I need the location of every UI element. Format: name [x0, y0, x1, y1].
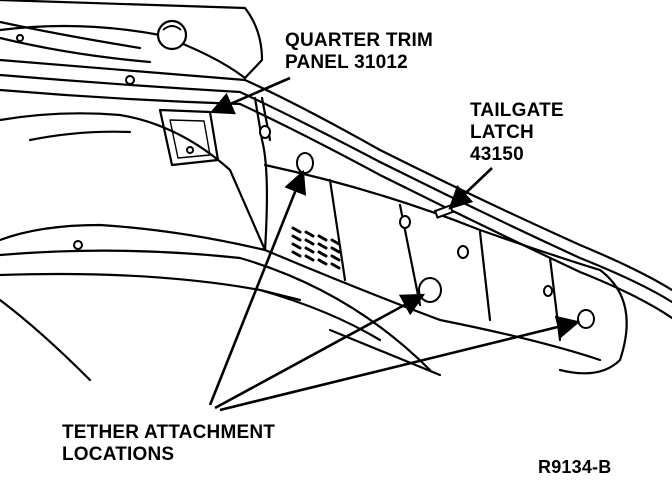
- hole-5: [259, 125, 271, 139]
- floor-line-1: [0, 249, 432, 372]
- arrow-quarter-trim: [209, 76, 291, 115]
- access-panel-inner: [169, 119, 211, 159]
- tether-point-3: [577, 309, 595, 329]
- trim-edge-inner: [0, 73, 672, 304]
- tailgate-latch-label-line3: 43150: [470, 144, 524, 165]
- hole-1: [125, 75, 135, 85]
- tether-point-1: [296, 152, 314, 174]
- hole-4: [73, 240, 83, 250]
- tailgate-latch-label-line1: TAILGATE: [470, 100, 564, 121]
- arrow-tether-2: [214, 293, 426, 410]
- trim-edge-outer: [0, 58, 672, 292]
- upper-pillar-inner: [0, 24, 247, 80]
- tailgate-latch-label: TAILGATE LATCH 43150: [470, 100, 564, 166]
- arrow-tailgate-latch: [448, 167, 493, 210]
- floor-line-4: [258, 288, 302, 302]
- upper-pillar-outline: [0, 0, 264, 80]
- tailgate-panel-top: [263, 163, 602, 272]
- hole-8: [543, 285, 553, 297]
- tailgate-panel-rib1: [328, 178, 347, 282]
- access-panel: [158, 108, 220, 167]
- trim-edge-lower: [0, 88, 672, 320]
- vent-slats: [291, 226, 341, 270]
- tailgate-right-edge: [558, 268, 628, 375]
- left-panel-outline: [0, 112, 267, 252]
- tailgate-panel-bottom: [263, 248, 602, 362]
- arrow-tether-1: [208, 169, 307, 406]
- roof-fold-1: [0, 20, 142, 50]
- pillar-vertical: [253, 96, 269, 252]
- floor-line-2: [0, 272, 382, 342]
- quarter-trim-label: QUARTER TRIM PANEL 31012: [285, 30, 433, 74]
- left-panel-inner: [28, 130, 132, 142]
- roof-fold-2: [0, 36, 152, 64]
- tether-label-line2: LOCATIONS: [62, 444, 175, 465]
- arrow-tether-3: [219, 315, 581, 412]
- quarter-trim-label-line2: PANEL 31012: [285, 52, 408, 73]
- tether-label-line1: TETHER ATTACHMENT: [62, 422, 276, 443]
- tailgate-panel-rib3: [478, 230, 492, 322]
- quarter-trim-label-line1: QUARTER TRIM: [285, 30, 434, 51]
- hole-7: [457, 245, 469, 259]
- floor-line-3: [0, 298, 92, 382]
- tether-label: TETHER ATTACHMENT LOCATIONS: [62, 422, 275, 466]
- tether-point-2: [418, 277, 442, 303]
- hole-6: [399, 215, 411, 229]
- floor-line-5: [328, 328, 442, 377]
- tailgate-latch-label-line2: LATCH: [470, 122, 534, 143]
- hole-2: [16, 34, 24, 42]
- figure-id: R9134-B: [538, 457, 612, 477]
- hole-3: [186, 146, 194, 154]
